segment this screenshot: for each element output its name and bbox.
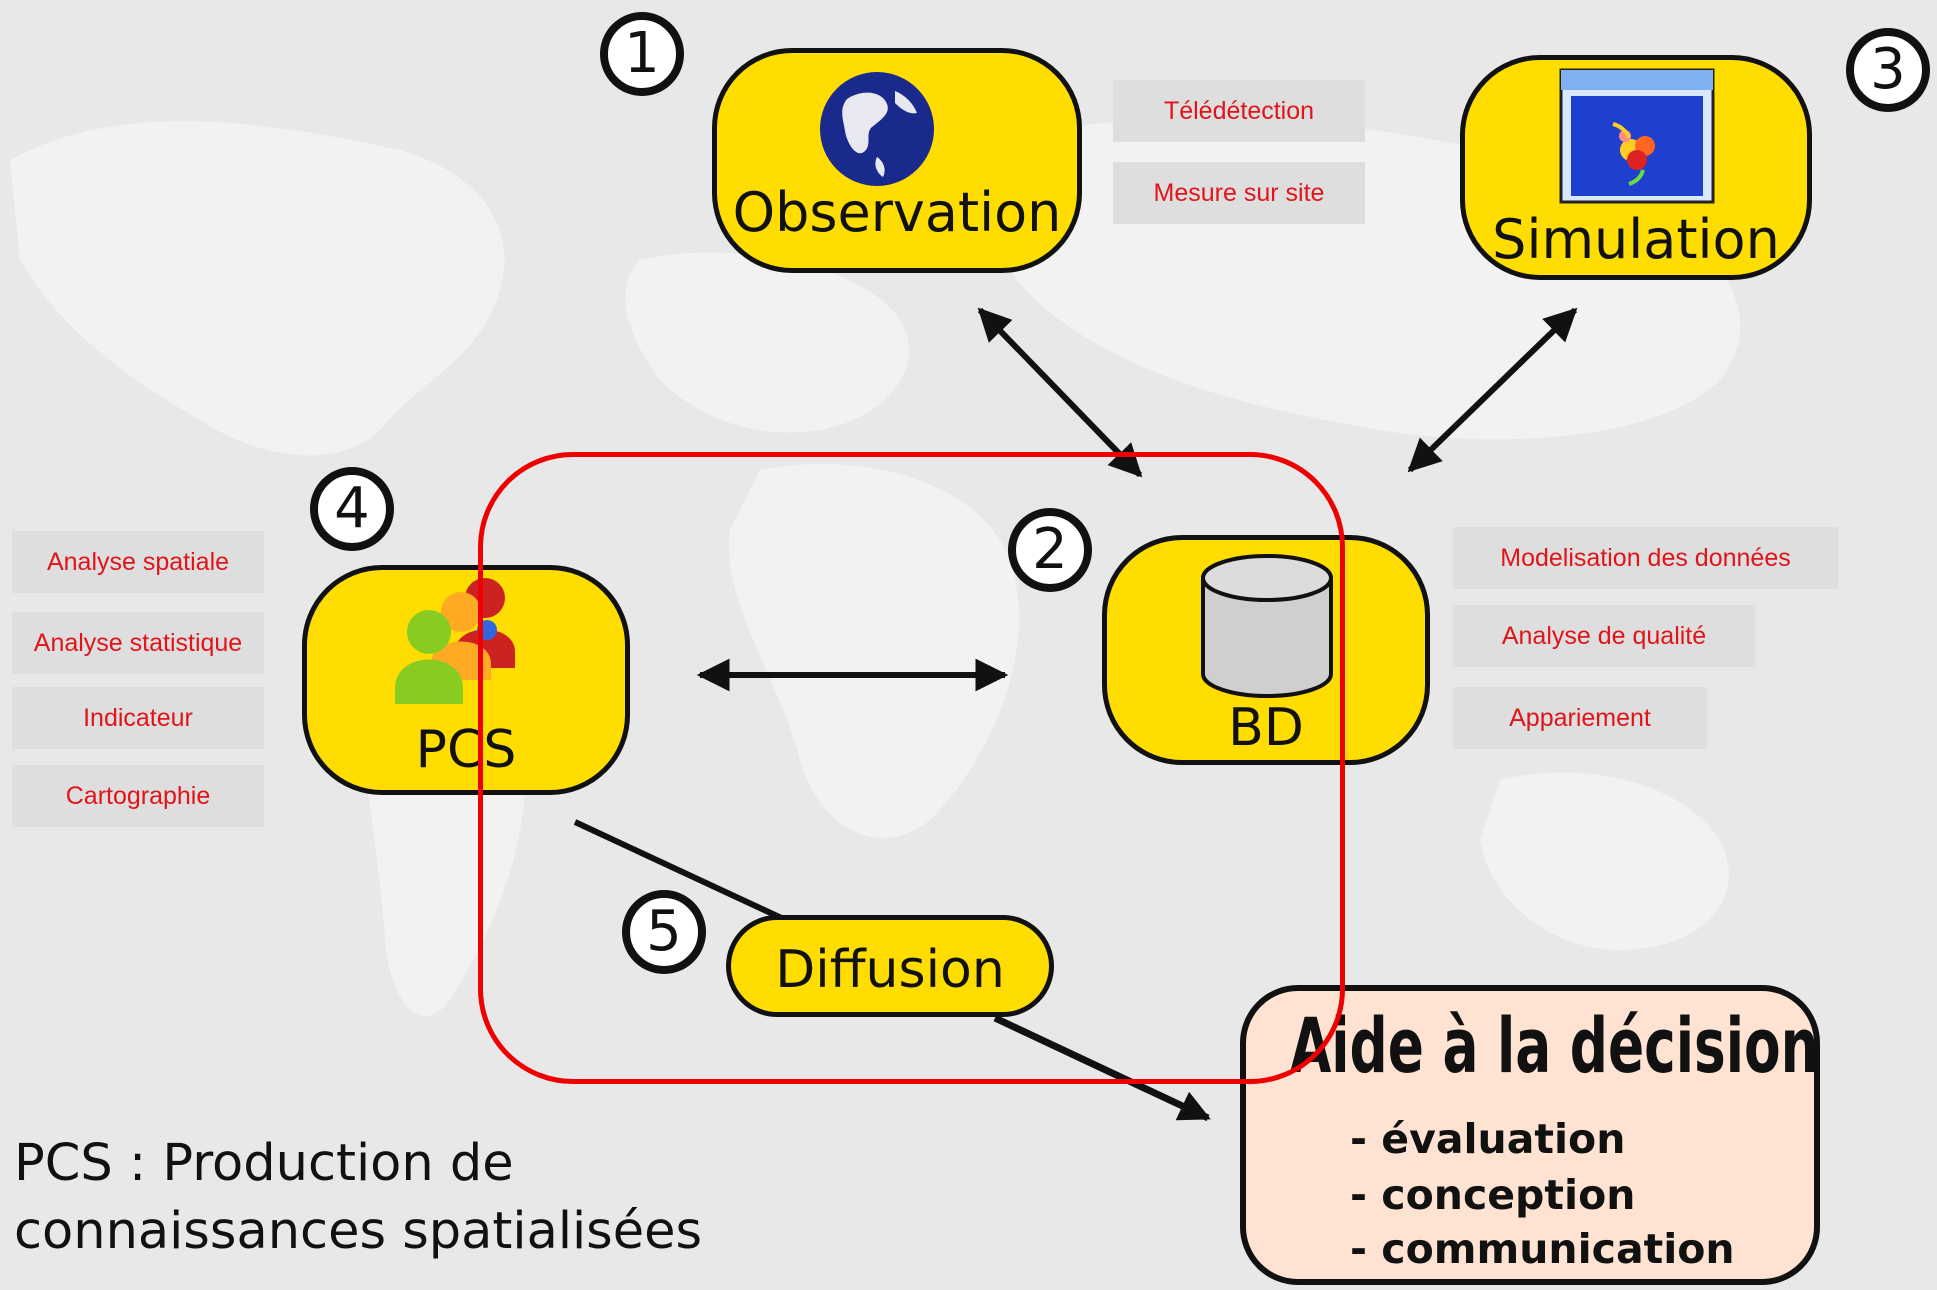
badge-5: 5: [622, 890, 706, 974]
focus-frame: [478, 452, 1345, 1084]
badge-1: 1: [600, 12, 684, 96]
bd-label: BD: [1228, 698, 1304, 758]
tag-teledetection: Télédétection: [1113, 80, 1365, 142]
users-group-icon: [395, 578, 515, 704]
caption-line-2: connaissances spatialisées: [14, 1202, 703, 1261]
tag-analyse-statistique: Analyse statistique: [12, 612, 264, 674]
arrow-diffusion-decision: [993, 1014, 1211, 1122]
simulation-window-icon: [1559, 68, 1715, 204]
tag-appariement: Appariement: [1453, 687, 1707, 749]
caption-line-1: PCS : Production de: [14, 1134, 514, 1193]
pcs-node: PCS: [302, 565, 630, 795]
tag-mesure-sur-site: Mesure sur site: [1113, 162, 1365, 224]
decision-item-conception: - conception: [1350, 1171, 1636, 1219]
decision-support-box: Aide à la décision - évaluation - concep…: [1240, 985, 1820, 1285]
diffusion-label: Diffusion: [775, 940, 1005, 1000]
simulation-node: Simulation: [1460, 55, 1812, 280]
tag-indicateur: Indicateur: [12, 687, 264, 749]
tag-analyse-spatiale: Analyse spatiale: [12, 531, 264, 593]
decision-item-communication: - communication: [1350, 1225, 1735, 1273]
diffusion-node: Diffusion: [726, 915, 1054, 1017]
decision-title: Aide à la décision: [1290, 1001, 1819, 1090]
observation-node: Observation: [712, 48, 1082, 273]
line-pcs-diffusion: [573, 819, 792, 925]
simulation-label: Simulation: [1492, 208, 1780, 271]
decision-item-evaluation: - évaluation: [1350, 1115, 1626, 1163]
database-cylinder-icon: [1201, 554, 1333, 698]
badge-4: 4: [310, 467, 394, 551]
globe-icon: [820, 72, 934, 186]
badge-3: 3: [1846, 28, 1930, 112]
arrow-simulation-bd: [1407, 307, 1578, 473]
caption: PCS : Production de connaissances spatia…: [14, 1130, 814, 1266]
observation-label: Observation: [732, 181, 1062, 244]
arrow-observation-bd: [977, 307, 1143, 478]
tag-modelisation-donnees: Modelisation des données: [1453, 527, 1838, 589]
badge-2: 2: [1008, 508, 1092, 592]
tag-analyse-qualite: Analyse de qualité: [1453, 605, 1755, 667]
bd-node: BD: [1102, 535, 1430, 765]
tag-cartographie: Cartographie: [12, 765, 264, 827]
pcs-label: PCS: [415, 720, 517, 780]
